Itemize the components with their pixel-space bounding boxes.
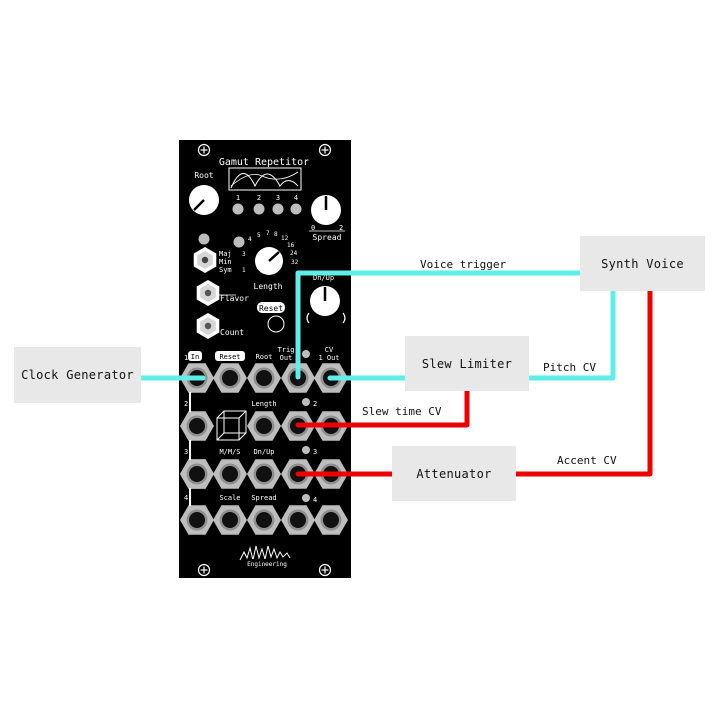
- svg-text:1: 1: [242, 267, 246, 274]
- jack-grid: [180, 363, 348, 535]
- jack-label-dn-up: Dn/Up: [253, 448, 274, 456]
- row-number-3: 3: [184, 448, 188, 456]
- jack-label-mms: M/M/S: [219, 448, 240, 456]
- jack-label-trig: Trig: [278, 346, 295, 354]
- flavor-label: Flavor: [220, 294, 249, 303]
- label-accent: Accent CV: [557, 454, 617, 467]
- waveform-display: [228, 167, 302, 191]
- down-arrow-icon: [306, 312, 310, 324]
- led-label-1: 1: [236, 194, 240, 202]
- root-knob-label: Root: [194, 171, 213, 180]
- scale-min: Min: [219, 258, 232, 266]
- out-led-4: [302, 494, 310, 502]
- reset-badge: [257, 302, 285, 313]
- brand-logo: Engineering: [239, 545, 291, 568]
- spread-knob[interactable]: [311, 195, 341, 225]
- svg-text:8: 8: [274, 231, 278, 238]
- count-label: Count: [220, 328, 244, 337]
- led-label-3: 3: [276, 194, 280, 202]
- out-number-4: 4: [313, 496, 317, 504]
- attenuator-box: Attenuator: [392, 446, 516, 501]
- slew-limiter-label: Slew Limiter: [421, 356, 513, 371]
- cable-pitch-cv: [526, 289, 616, 381]
- reset-button[interactable]: [267, 315, 285, 333]
- cable-slew-time: [295, 387, 470, 428]
- row-number-1: 1: [184, 354, 188, 362]
- up-arrow-icon: [342, 312, 346, 324]
- trig-led: [302, 350, 310, 358]
- led-label-2: 2: [257, 194, 261, 202]
- jack-label-root: Root: [256, 353, 273, 361]
- spread-max: 2: [339, 224, 343, 232]
- led-3: [272, 203, 284, 215]
- svg-text:12: 12: [281, 235, 289, 242]
- out-number-2: 2: [313, 400, 317, 408]
- svg-text:32: 32: [291, 259, 299, 266]
- slew-limiter-box: Slew Limiter: [405, 336, 529, 391]
- cable-accent: [513, 287, 653, 477]
- scale-sym: Sym: [219, 266, 232, 274]
- svg-text:24: 24: [290, 250, 298, 257]
- root-knob[interactable]: [189, 185, 219, 215]
- svg-text:7: 7: [266, 230, 270, 237]
- led-label-4: 4: [294, 194, 298, 202]
- jack-label-reset: Reset: [219, 353, 240, 361]
- cube-icon: [216, 410, 247, 441]
- scale-led: [198, 233, 210, 245]
- module-title: Gamut Repetitor: [219, 157, 309, 168]
- led-4: [290, 203, 302, 215]
- dn-up-knob-label: Dn/Up: [313, 274, 334, 282]
- out-led-2: [302, 398, 310, 406]
- length-led: [233, 236, 245, 248]
- row-number-2: 2: [184, 400, 188, 408]
- spread-min: 0: [311, 224, 315, 232]
- clock-generator-box: Clock Generator: [14, 347, 141, 403]
- brand-text: Engineering: [247, 561, 287, 568]
- label-voice-trigger: Voice trigger: [420, 258, 506, 271]
- jack-label-cv-out: 1 Out: [318, 354, 339, 362]
- attenuator-label: Attenuator: [416, 466, 492, 481]
- length-knob[interactable]: [255, 247, 283, 275]
- svg-text:4: 4: [248, 236, 252, 243]
- led-1: [232, 203, 244, 215]
- length-knob-label: Length: [254, 282, 283, 291]
- jack-label-spread: Spread: [251, 494, 276, 502]
- jack-label-in: In: [191, 353, 199, 361]
- label-slew-time: Slew time CV: [362, 405, 442, 418]
- synth-voice-box: Synth Voice: [580, 236, 705, 291]
- scale-maj: Maj: [219, 250, 232, 258]
- jack-label-out: Out: [280, 354, 293, 362]
- reset-button-label: Reset: [259, 304, 283, 313]
- cable-voice-trigger: [295, 270, 583, 380]
- out-number-3: 3: [313, 448, 317, 456]
- jack-label-scale: Scale: [219, 494, 240, 502]
- label-pitch-cv: Pitch CV: [543, 361, 596, 374]
- out-led-3: [302, 446, 310, 454]
- svg-text:5: 5: [257, 232, 261, 239]
- dn-up-knob[interactable]: [310, 286, 340, 316]
- synth-voice-label: Synth Voice: [601, 256, 684, 271]
- led-2: [253, 203, 265, 215]
- row-number-4: 4: [184, 494, 188, 502]
- svg-text:16: 16: [287, 242, 295, 249]
- svg-text:3: 3: [242, 251, 246, 258]
- clock-generator-label: Clock Generator: [21, 368, 134, 382]
- spread-knob-label: Spread: [313, 233, 342, 242]
- length-step-numbers: 3 4 5 7 8 12 16 24 32 1: [242, 230, 299, 274]
- cables: [138, 270, 653, 477]
- jack-label-cv: CV: [325, 346, 334, 354]
- jack-label-length: Length: [251, 400, 276, 408]
